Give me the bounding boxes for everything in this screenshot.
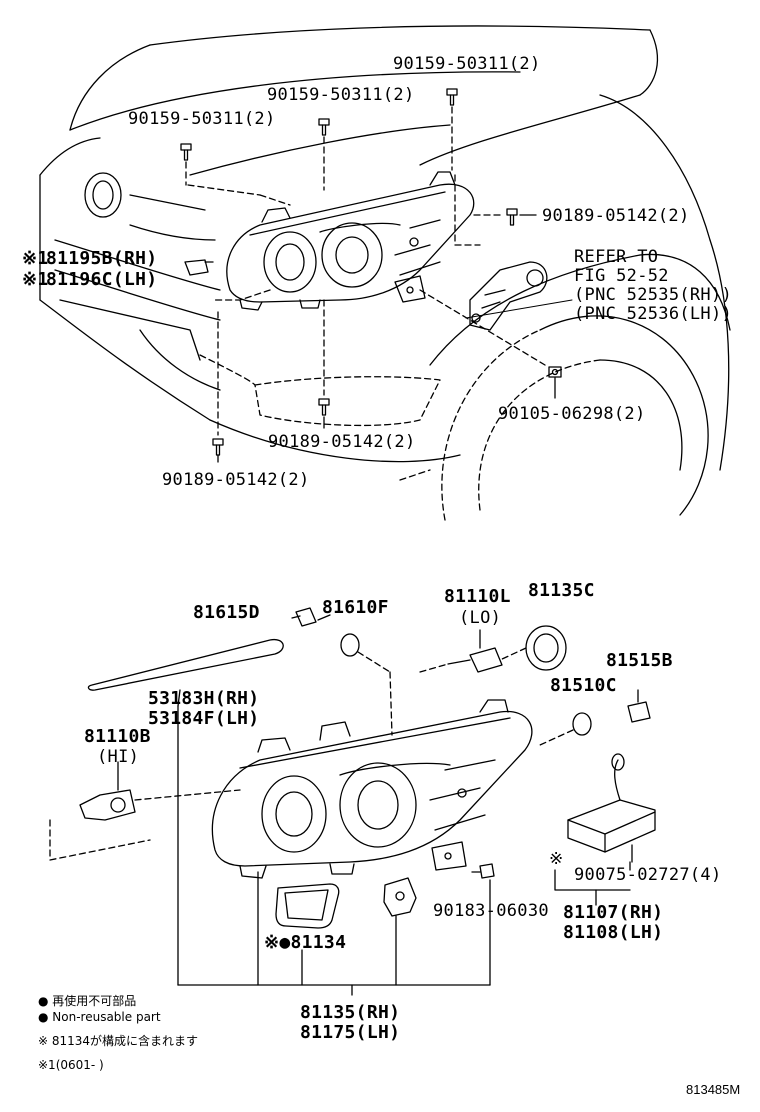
label-90159-50311-c: 90159-50311(2) <box>128 109 276 129</box>
label-81107-rh: 81107(RH) <box>563 902 664 923</box>
label-81610f: 81610F <box>322 597 389 618</box>
label-81195-prefix: ※1 <box>22 248 49 269</box>
bulb-81110b <box>49 761 241 861</box>
note-non-reusable-en: ● Non-reusable part <box>38 1010 161 1024</box>
note-81134-included: ※ 81134が構成に含まれます <box>38 1034 199 1048</box>
label-90183-06030: 90183-06030 <box>433 901 549 921</box>
label-90189-05142-mid: 90189-05142(2) <box>268 432 416 452</box>
label-81515b: 81515B <box>606 650 673 671</box>
label-90159-50311-a: 90159-50311(2) <box>393 54 541 74</box>
bolt-icons-upper <box>180 88 562 456</box>
label-53184f-lh: 53184F(LH) <box>148 708 260 729</box>
note-non-reusable-jp: ● 再使用不可部品 <box>38 994 137 1008</box>
ballast-81107 <box>567 753 656 863</box>
label-81196-prefix: ※1 <box>22 269 49 290</box>
bulb-81110l <box>419 629 503 673</box>
label-53183h-rh: 53183H(RH) <box>148 688 260 709</box>
label-90105-06298: 90105-06298(2) <box>498 404 646 424</box>
label-90159-50311-b: 90159-50311(2) <box>267 85 415 105</box>
socket-81615 <box>291 607 317 627</box>
cap-81135c <box>499 625 567 671</box>
moulding-strip-53183 <box>87 638 284 986</box>
label-90075-02727: 90075-02727(4) <box>574 865 722 885</box>
label-81135-rh: 81135(RH) <box>300 1002 401 1023</box>
socket-81515 <box>627 689 651 723</box>
adjuster-bracket <box>469 261 548 331</box>
label-81196c-lh: 81196C(LH) <box>46 269 158 290</box>
label-90189-05142-right: 90189-05142(2) <box>542 206 690 226</box>
label-refer-line4: (PNC 52536(LH)) <box>574 304 733 324</box>
label-81110b: 81110B <box>84 726 151 747</box>
label-90189-05142-left: 90189-05142(2) <box>162 470 310 490</box>
clip-81195 <box>184 259 214 276</box>
label-refer-line2: FIG 52-52 <box>574 266 669 286</box>
label-81615d: 81615D <box>193 602 260 623</box>
label-81135c: 81135C <box>528 580 595 601</box>
label-81110b-hi: (HI) <box>97 747 140 767</box>
label-81175-lh: 81175(LH) <box>300 1022 401 1043</box>
label-81108-lh: 81108(LH) <box>563 922 664 943</box>
diagram-code: 813485M <box>686 1082 741 1097</box>
label-81510c: 81510C <box>550 675 617 696</box>
label-81195b-rh: 81195B(RH) <box>46 248 158 269</box>
label-refer-line3: (PNC 52535(RH)) <box>574 285 733 305</box>
note-date-range: ※1(0601- ) <box>38 1058 104 1072</box>
lower-headlamp-assembly <box>211 699 533 879</box>
label-81134: ※●81134 <box>264 932 347 953</box>
bulb-81610 <box>340 633 393 736</box>
upper-solid-leaders <box>217 214 573 463</box>
leveling-actuator <box>383 877 417 917</box>
upper-leader-lines <box>185 106 546 436</box>
label-star-mark: ※ <box>549 849 564 869</box>
bulb-81510 <box>539 712 592 746</box>
clip-90183 <box>471 863 495 879</box>
vehicle-body-outline <box>39 25 731 521</box>
label-81110l: 81110L <box>444 586 511 607</box>
upper-headlamp-assembly <box>226 171 475 311</box>
label-refer-line1: REFER TO <box>574 247 659 267</box>
lower-leader-lines <box>177 614 631 996</box>
gasket-81134 <box>275 883 340 929</box>
label-81110l-lo: (LO) <box>459 608 502 628</box>
